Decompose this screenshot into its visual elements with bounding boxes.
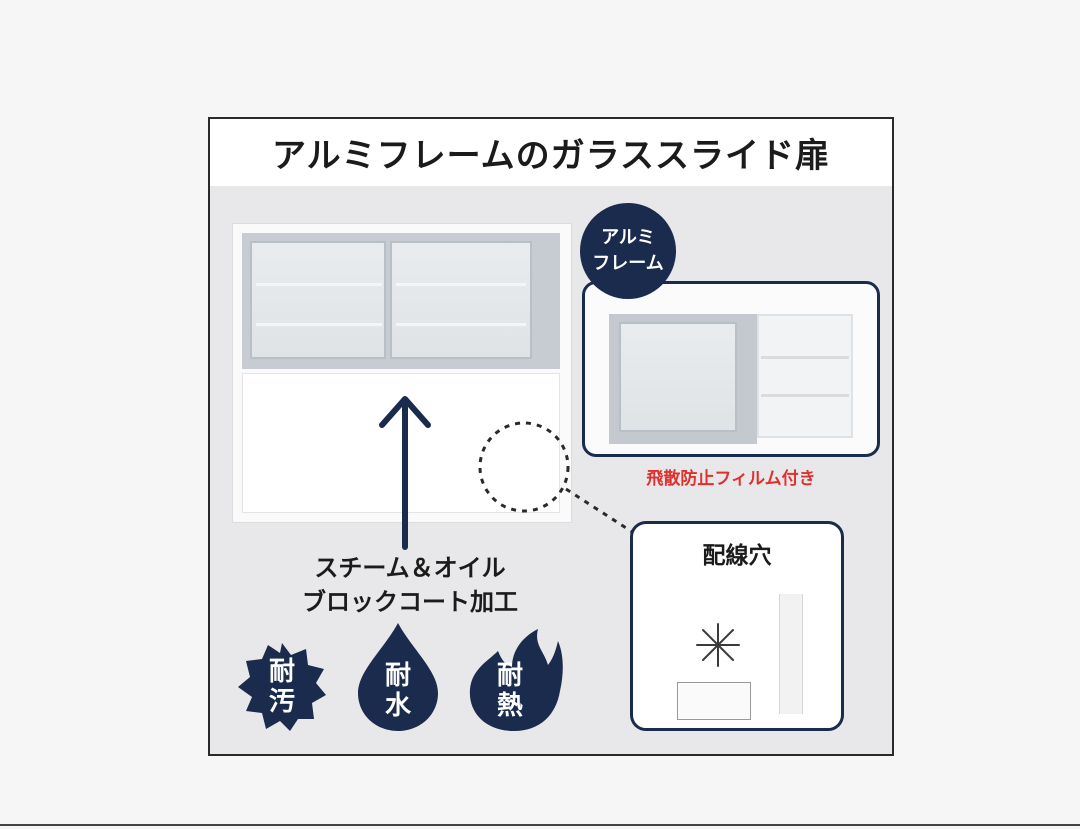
panel-title: アルミフレームのガラススライド扉 (210, 119, 892, 186)
open-shelf (757, 314, 853, 438)
heat-resistant-badge: 耐熱 (462, 621, 566, 733)
water-resistant-badge: 耐水 (352, 621, 444, 733)
steam-oil-block-coat-label: スチーム＆オイル ブロックコート加工 (240, 551, 580, 619)
wiring-hole-closeup: 配線穴 (630, 521, 844, 731)
shelf (396, 323, 526, 326)
stain-resistant-badge: 耐汚 (236, 641, 328, 733)
cabinet-lower-section (242, 373, 560, 513)
aluminium-frame-closeup (582, 281, 880, 457)
bottom-divider (0, 824, 1080, 826)
spec-label-sticker (677, 682, 751, 720)
steam-label-line1: スチーム＆オイル (314, 554, 506, 582)
shelf (761, 356, 849, 359)
flame-icon (469, 629, 563, 731)
cabinet-photo (232, 223, 572, 523)
wiring-hole-icon (696, 623, 740, 667)
water-drop-icon (358, 623, 438, 731)
starburst-icon (238, 643, 326, 731)
up-arrow-icon (379, 396, 431, 550)
shelf (256, 283, 382, 286)
feature-panel: アルミフレームのガラススライド扉 スチーム＆オイル ブロックコート加工 耐汚 耐… (208, 117, 894, 756)
shelf (256, 323, 382, 326)
badge-char: 汚 (268, 687, 295, 717)
shatterproof-film-label: 飛散防止フィルム付き (646, 469, 816, 489)
steam-label-line2: ブロックコート加工 (302, 588, 518, 616)
aluminium-frame-badge: アルミ フレーム (580, 203, 676, 299)
badge-char: 水 (384, 691, 411, 721)
badge-char: 耐 (268, 657, 295, 687)
wiring-hole-label: 配線穴 (702, 543, 772, 569)
glass-door-left (250, 241, 386, 359)
badge-char: 耐 (496, 661, 523, 691)
frosted-glass (619, 322, 737, 432)
badge-char: 熱 (496, 691, 523, 721)
aluminium-frame-line1: アルミ (601, 227, 655, 248)
cabinet-edge (779, 594, 803, 714)
wiring-hole-marker (478, 421, 641, 539)
shelf (396, 283, 526, 286)
aluminium-frame-line2: フレーム (592, 253, 664, 274)
badge-char: 耐 (384, 661, 411, 691)
shelf (761, 394, 849, 397)
glass-door-right (390, 241, 532, 359)
